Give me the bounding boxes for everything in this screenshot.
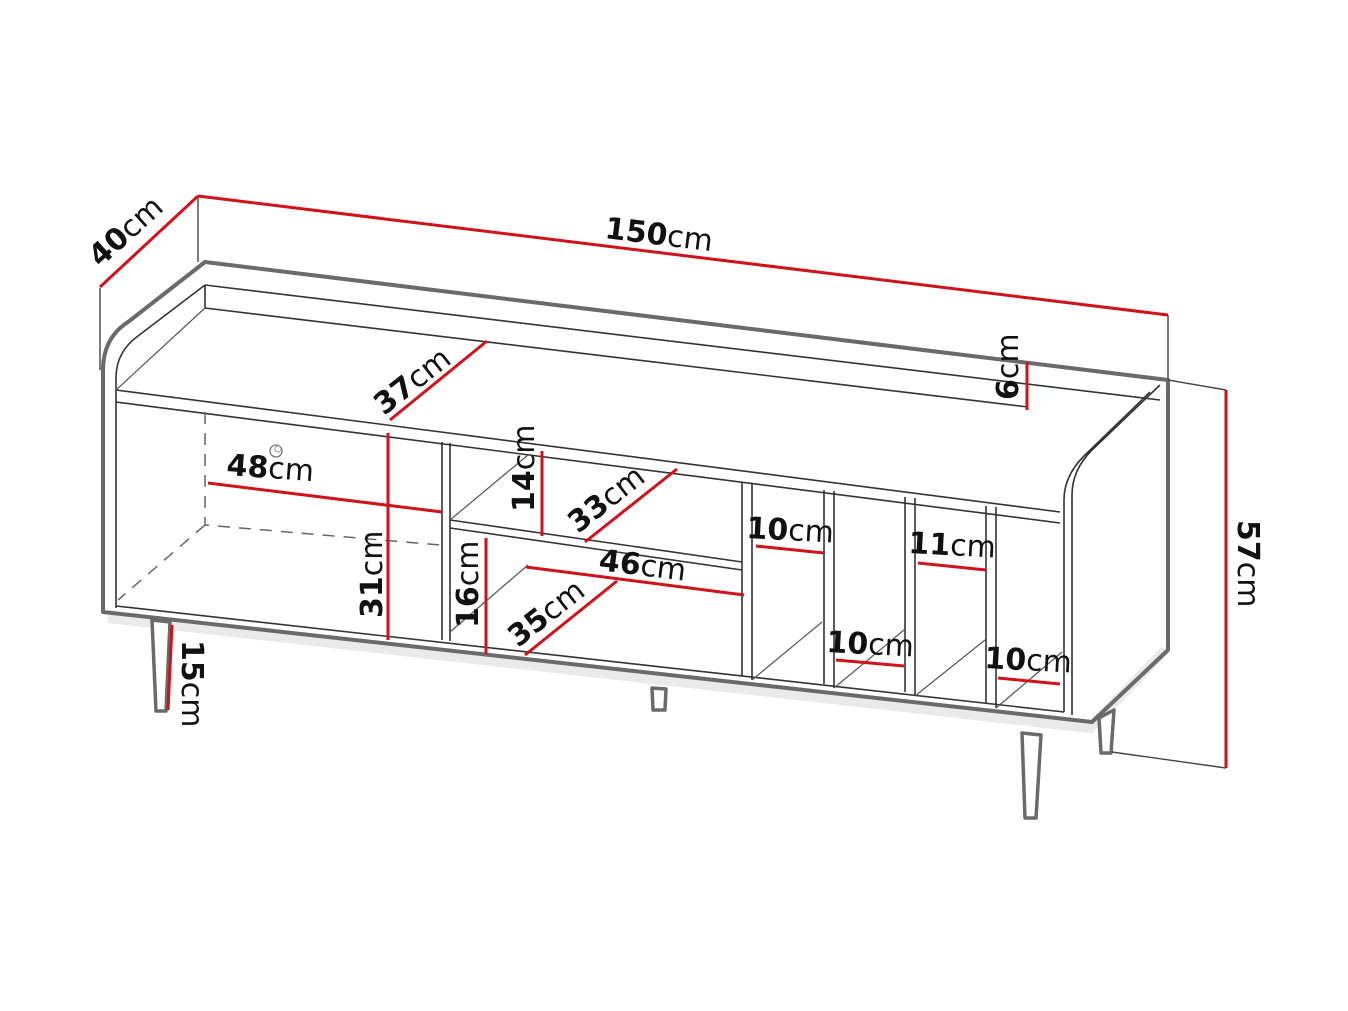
extension-lines	[99, 196, 1227, 769]
label-lower-shelf-height: 16cm	[451, 541, 486, 628]
dim-line-upper-shelf-depth	[584, 467, 678, 544]
leg-front-left	[150, 618, 172, 713]
dim-line-slot-2	[835, 658, 905, 668]
label-slot-1: 10cm	[746, 511, 835, 551]
dim-line-width	[197, 194, 1169, 317]
label-middle-width: 46cm	[597, 543, 688, 588]
label-left-height: 31cm	[355, 531, 390, 618]
dim-line-slot-1	[755, 544, 825, 555]
dim-line-middle-width	[525, 565, 745, 597]
label-slot-2: 10cm	[826, 625, 915, 665]
label-slot-3: 11cm	[908, 526, 997, 566]
leg-back-middle	[650, 686, 668, 712]
label-top-depth: 37cm	[367, 341, 457, 422]
dim-line-lower-shelf-depth	[524, 579, 618, 657]
dim-line-slot-3	[917, 561, 987, 572]
label-height: 57cm	[1230, 520, 1265, 607]
label-upper-shelf-height: 14cm	[507, 425, 542, 512]
label-width: 150cm	[603, 211, 715, 259]
dim-line-leg	[166, 624, 174, 711]
cabinet-body	[101, 260, 1170, 734]
dimension-lines	[98, 194, 1228, 768]
dim-line-slot-4	[997, 676, 1061, 686]
label-slot-4: 10cm	[984, 641, 1073, 681]
legs	[150, 618, 1116, 820]
dim-line-left-width	[207, 481, 443, 514]
label-back-rim: 6cm	[991, 333, 1026, 400]
dim-line-top-depth	[389, 339, 488, 422]
label-left-width: 48cm	[225, 448, 315, 489]
leg-back-right	[1097, 708, 1116, 755]
leg-front-right	[1020, 731, 1043, 820]
dim-line-depth	[98, 194, 200, 289]
knob-icon	[269, 444, 283, 458]
label-leg-height: 15cm	[174, 640, 209, 727]
